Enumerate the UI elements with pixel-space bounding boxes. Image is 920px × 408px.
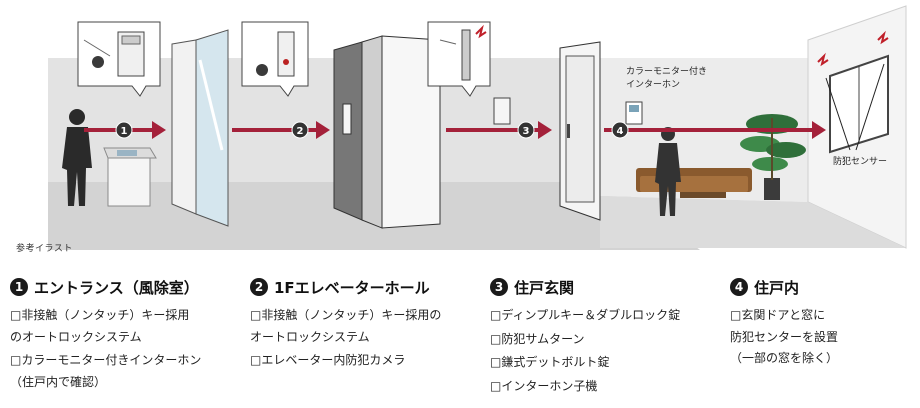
feature-item: □エレベーター内防犯カメラ xyxy=(250,353,406,367)
resident-silhouette-entrance xyxy=(62,109,92,206)
sofa xyxy=(636,168,752,192)
feature-list: □非接触（ノンタッチ）キー採用 のオートロックシステム □カラーモニター付きイン… xyxy=(10,305,230,393)
feature-item: □インターホン子機 xyxy=(490,378,598,393)
feature-list: □ディンプルキー＆ダブルロック錠 □防犯サムターン □鎌式デットボルト錠 □イン… xyxy=(490,305,710,397)
step-marker-number: 4 xyxy=(617,126,624,137)
intercom-label-line2: インターホン xyxy=(626,79,680,90)
feature-item: □玄関ドアと窓に 防犯センターを設置 （一部の窓を除く） xyxy=(730,308,839,365)
section-inside-unit: 4 住戸内 □玄関ドアと窓に 防犯センターを設置 （一部の窓を除く） xyxy=(730,276,910,370)
feature-item: □非接触（ノンタッチ）キー採用の オートロックシステム xyxy=(250,308,442,344)
intercom-label-line1: カラーモニター付き xyxy=(626,66,707,77)
coffee-table xyxy=(680,192,726,198)
intercom-screen xyxy=(629,105,639,112)
step-number-badge: 4 xyxy=(730,278,748,296)
section-title: 2 1Fエレベーターホール xyxy=(250,276,470,298)
callout-entrance-keypad xyxy=(77,21,161,97)
feature-item: □非接触（ノンタッチ）キー採用 のオートロックシステム xyxy=(10,308,190,344)
arrow-head xyxy=(152,121,166,139)
section-heading: 住戸玄関 xyxy=(514,278,575,297)
window-sensor-lines xyxy=(825,63,885,151)
elevator-door xyxy=(333,35,441,229)
section-title: 4 住戸内 xyxy=(730,276,910,298)
step-number-badge: 3 xyxy=(490,278,508,296)
feature-list: □玄関ドアと窓に 防犯センターを設置 （一部の窓を除く） xyxy=(730,305,910,370)
security-illustration: 1 2 3 4 カラーモニター付き インターホン 防犯センサー xyxy=(48,5,907,250)
section-front-door: 3 住戸玄関 □ディンプルキー＆ダブルロック錠 □防犯サムターン □鎌式デットボ… xyxy=(490,276,710,397)
sensor-alarm-marks xyxy=(817,30,889,67)
step-number-badge: 1 xyxy=(10,278,28,296)
feature-item: □カラーモニター付きインターホン （住戸内で確認） xyxy=(10,353,202,389)
callout-elevator-keypad xyxy=(241,21,309,97)
intercom-sub-unit xyxy=(493,97,511,125)
section-title: 3 住戸玄関 xyxy=(490,276,710,298)
sensor-label: 防犯センサー xyxy=(833,155,887,167)
arrow-head xyxy=(812,121,826,139)
room-window xyxy=(829,54,889,154)
feature-item: □ディンプルキー＆ダブルロック錠 xyxy=(490,308,681,322)
step-marker-number: 3 xyxy=(523,126,530,137)
section-elevator-hall: 2 1Fエレベーターホール □非接触（ノンタッチ）キー採用の オートロックシステ… xyxy=(250,276,470,372)
section-heading: 1Fエレベーターホール xyxy=(274,278,430,297)
room-floor xyxy=(600,196,906,248)
illustration-caption: 参考イラスト xyxy=(16,244,73,254)
step-marker xyxy=(517,121,535,139)
step-marker xyxy=(115,121,133,139)
section-heading: 住戸内 xyxy=(754,278,800,297)
arrow-head xyxy=(316,121,330,139)
step-marker-number: 1 xyxy=(121,126,128,137)
potted-plant xyxy=(740,114,806,200)
section-title: 1 エントランス（風除室） xyxy=(10,276,230,298)
entrance-panel-stand xyxy=(103,147,157,207)
feature-list: □非接触（ノンタッチ）キー採用の オートロックシステム □エレベーター内防犯カメ… xyxy=(250,305,470,372)
section-heading: エントランス（風除室） xyxy=(34,278,199,297)
entrance-glass-doors xyxy=(171,29,229,227)
step-marker-number: 2 xyxy=(297,126,304,137)
apartment-front-door xyxy=(559,41,601,221)
step-markers: 1 2 3 4 xyxy=(115,121,629,139)
callout-door-lock xyxy=(427,21,491,97)
arrow-head xyxy=(538,121,552,139)
step-number-badge: 2 xyxy=(250,278,268,296)
feature-item: □防犯サムターン xyxy=(490,331,585,346)
step-marker xyxy=(611,121,629,139)
section-entrance: 1 エントランス（風除室） □非接触（ノンタッチ）キー採用 のオートロックシステ… xyxy=(10,276,230,393)
feature-item: □鎌式デットボルト錠 xyxy=(490,355,610,369)
step-marker xyxy=(291,121,309,139)
